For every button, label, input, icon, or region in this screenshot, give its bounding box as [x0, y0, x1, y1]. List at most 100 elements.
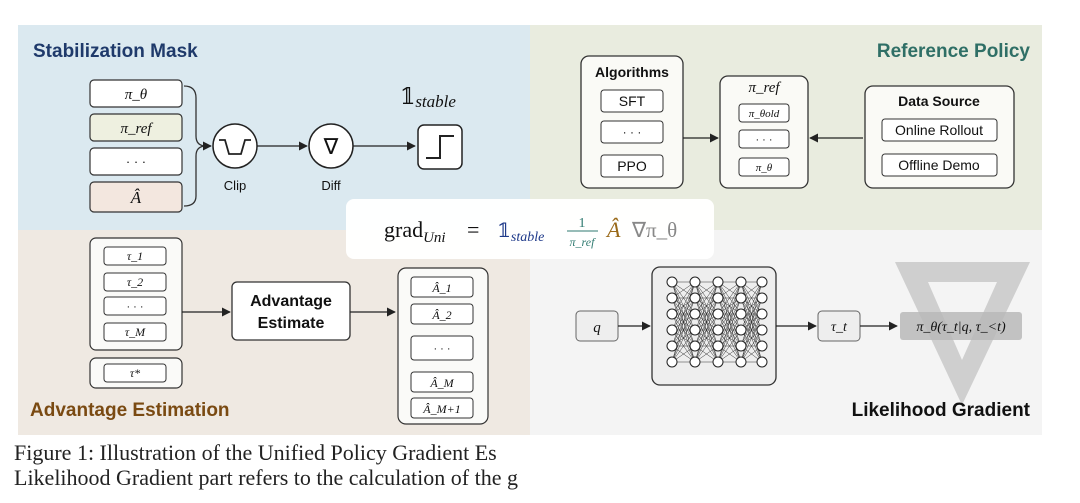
network-node: [689, 324, 701, 336]
network-node: [712, 308, 724, 320]
network-edge: [694, 313, 719, 363]
network-edge: [671, 281, 696, 347]
q-label: q: [593, 320, 601, 336]
clip-label: Clip: [224, 178, 246, 193]
network-node: [735, 356, 747, 368]
advantage-estimate-label: Advantage: [250, 293, 332, 310]
data-source-label: Offline Demo: [898, 157, 980, 173]
network-edge: [717, 313, 742, 363]
network-edge: [671, 297, 696, 363]
network-node: [735, 292, 747, 304]
network-node: [689, 340, 701, 352]
network-edge: [717, 281, 742, 331]
network-edge: [671, 329, 696, 363]
advantage-estimate-label: Estimate: [258, 315, 325, 332]
network-node: [689, 308, 701, 320]
pi-ref-item: [738, 103, 790, 123]
network-edge: [740, 281, 763, 347]
network-node: [666, 292, 678, 304]
network-edge: [694, 281, 719, 331]
stab-input-a-hat: [89, 181, 183, 213]
network-edge: [694, 281, 719, 315]
a-hat-item: [410, 397, 474, 419]
tau-item: [103, 246, 167, 266]
a-hat-item: [410, 371, 474, 393]
tau-group-box: [89, 237, 183, 351]
algorithm-item: [600, 89, 664, 113]
data-source-title: Data Source: [898, 93, 980, 109]
a-hat-label: · · ·: [433, 343, 450, 355]
tau-t-label: τ_t: [831, 320, 848, 335]
network-edge: [671, 313, 696, 363]
tau-label: τ_2: [127, 275, 143, 289]
stab-input-stack: π_θ π_ref · · · Â: [89, 79, 183, 213]
tau-star-item: [103, 363, 167, 383]
network-edge: [740, 281, 763, 315]
stabilization-title: Stabilization Mask: [33, 41, 198, 62]
network-edge: [694, 329, 719, 363]
network-node: [712, 324, 724, 336]
formula-indicator: 𝟙stable: [497, 218, 544, 245]
indicator-stable-label: 𝟙stable: [400, 85, 456, 111]
pi-ref-title: π_ref: [748, 80, 781, 96]
network-node: [756, 292, 768, 304]
network-node: [666, 308, 678, 320]
network-edge: [694, 297, 719, 363]
advantage-title: Advantage Estimation: [30, 400, 230, 421]
network-edge: [694, 281, 719, 347]
likelihood-output-box: [900, 312, 1022, 340]
a-hat-item: [410, 303, 474, 325]
network-node: [735, 308, 747, 320]
tau-label: τ_1: [127, 249, 143, 263]
formula-frac-den: π_ref: [570, 235, 597, 249]
tau-item: [103, 322, 167, 342]
network-node: [756, 308, 768, 320]
algorithm-item: [600, 154, 664, 178]
algorithm-label: SFT: [619, 93, 646, 109]
pi-ref-item-label: π_θold: [749, 108, 780, 120]
a-hat-label: Â_M: [429, 376, 454, 390]
tau-label: τ_M: [125, 325, 146, 339]
a-hat-item: [410, 276, 474, 298]
nabla-watermark-icon: [895, 262, 1030, 405]
network-edge: [671, 281, 696, 315]
network-edge: [717, 281, 742, 347]
reference-title: Reference Policy: [877, 41, 1031, 62]
network-node: [689, 292, 701, 304]
network-edge: [717, 329, 742, 363]
network-node: [712, 292, 724, 304]
diff-nabla-icon: ∇: [323, 135, 339, 160]
likelihood-title: Likelihood Gradient: [852, 400, 1031, 421]
network-edge: [740, 313, 763, 363]
network-node: [735, 276, 747, 288]
network-node: [666, 356, 678, 368]
clip-node: [212, 123, 258, 169]
formula-box: [346, 199, 714, 259]
network-edge: [740, 329, 763, 363]
algorithm-label: · · ·: [623, 125, 642, 139]
network-node: [756, 356, 768, 368]
data-source-item: [881, 153, 998, 177]
pi-ref-item-label: · · ·: [755, 134, 772, 146]
a-hat-label: Â_1: [431, 281, 451, 295]
formula-a-hat: Â: [605, 217, 621, 242]
network-edge: [740, 297, 763, 363]
network-node: [735, 340, 747, 352]
data-source-label: Online Rollout: [895, 122, 983, 138]
advantage-estimate-box: [231, 281, 351, 341]
network-node: [666, 340, 678, 352]
formula-grad: gradUni: [384, 217, 446, 246]
algorithm-item: [600, 120, 664, 144]
tau-star-label: τ*: [130, 366, 140, 380]
clip-icon: [219, 139, 251, 155]
tau-label: · · ·: [126, 301, 143, 313]
a-hat-label: Â_2: [431, 308, 451, 322]
network-node: [735, 324, 747, 336]
stab-input-dots: [89, 147, 183, 176]
data-source-item: [881, 118, 998, 142]
network-node: [756, 340, 768, 352]
tau-item: [103, 296, 167, 316]
formula-frac-num: 1: [579, 216, 586, 231]
stab-input-pi-theta: [89, 79, 183, 108]
algorithm-label: PPO: [617, 158, 647, 174]
